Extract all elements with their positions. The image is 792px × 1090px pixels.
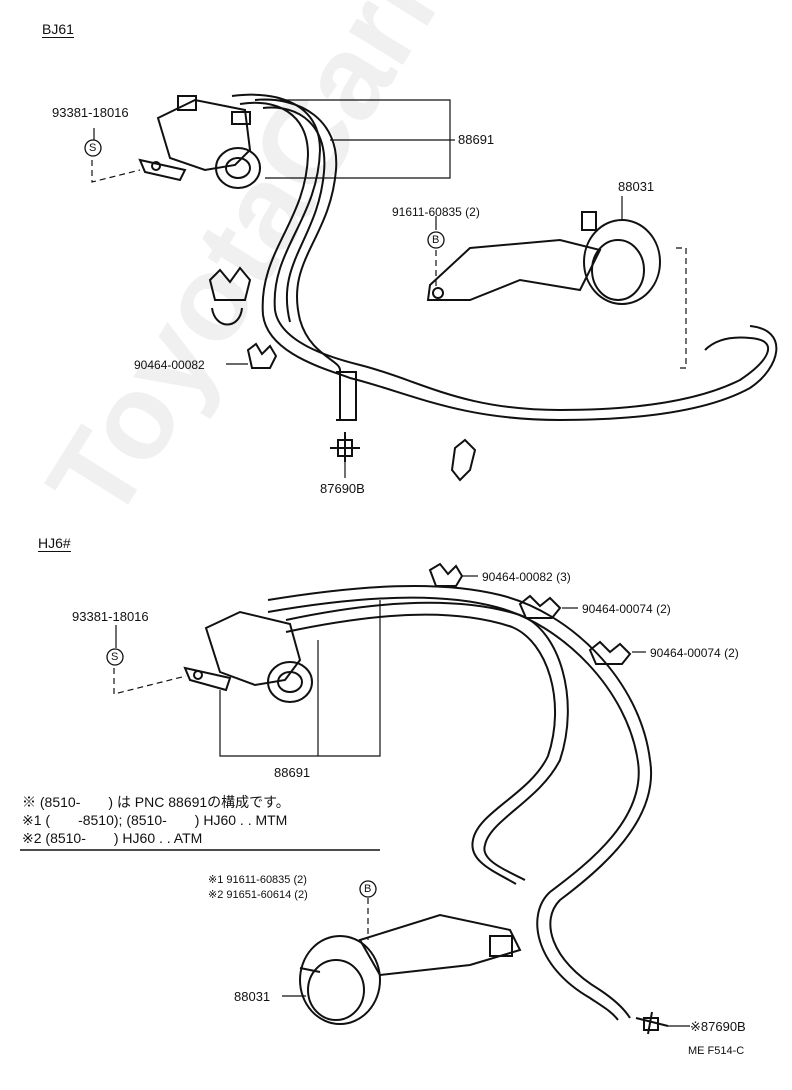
dashed-leaders-bottom [113, 668, 369, 940]
label-screw-top: 93381-18016 [52, 105, 129, 120]
note-line-2: ※1 ( -8510); (8510- ) HJ60 . . MTM [22, 812, 288, 828]
label-joint-top: 87690B [320, 481, 365, 496]
hose-bottom [267, 584, 653, 1021]
section-title-hj6: HJ6# [38, 535, 71, 552]
label-actuator-top: 88031 [618, 179, 655, 194]
label-screw-bottom: 93381-18016 [72, 609, 149, 624]
solid-leaders-top [93, 128, 623, 478]
label-bolt-top: 91611-60835 (2) [392, 205, 480, 219]
mark-b-top-letter: B [432, 234, 440, 246]
label-clip3-bottom: 90464-00074 (2) [650, 646, 739, 660]
vsv-solenoid-bottom [183, 610, 313, 703]
note-line-1: ※ (8510- ) は PNC 88691の構成です。 [22, 794, 290, 810]
dashed-leaders-top [91, 160, 687, 369]
label-joint-bottom: ※87690B [690, 1019, 746, 1034]
footer-code: ME F514-C [688, 1045, 745, 1057]
label-clip-top: 90464-00082 [134, 358, 205, 372]
clips-top [208, 266, 477, 482]
leader-88691-bottom [219, 600, 381, 757]
leader-88691-top [262, 99, 455, 179]
note-line-3: ※2 (8510- ) HJ60 . . ATM [22, 830, 203, 846]
label-hose-bottom: 88691 [274, 765, 311, 780]
label-clip1-bottom: 90464-00082 (3) [482, 570, 571, 584]
hose-top [231, 93, 778, 422]
label-bolt2-bottom: ※2 91651-60614 (2) [208, 889, 308, 901]
mark-s-bottom-letter: S [111, 651, 119, 663]
label-actuator-bottom: 88031 [234, 989, 271, 1004]
actuator-top [426, 211, 661, 305]
label-bolt1-bottom: ※1 91611-60835 (2) [208, 874, 307, 886]
actuator-bottom [299, 913, 522, 1025]
mark-s-top [84, 139, 102, 157]
label-clip2-bottom: 90464-00074 (2) [582, 602, 671, 616]
mark-b-bottom [359, 880, 377, 898]
solid-leaders-bottom [115, 575, 690, 1027]
vsv-solenoid-top [138, 95, 261, 189]
mark-b-top [427, 231, 445, 249]
joint-top [330, 432, 360, 462]
clips-bottom [428, 562, 632, 665]
mark-s-bottom [106, 648, 124, 666]
joint-bottom [635, 1011, 669, 1035]
section-title-bj61: BJ61 [42, 21, 74, 38]
label-hose-top: 88691 [458, 132, 495, 147]
mark-s-top-letter: S [89, 142, 97, 154]
mark-b-bottom-letter: B [364, 883, 372, 895]
